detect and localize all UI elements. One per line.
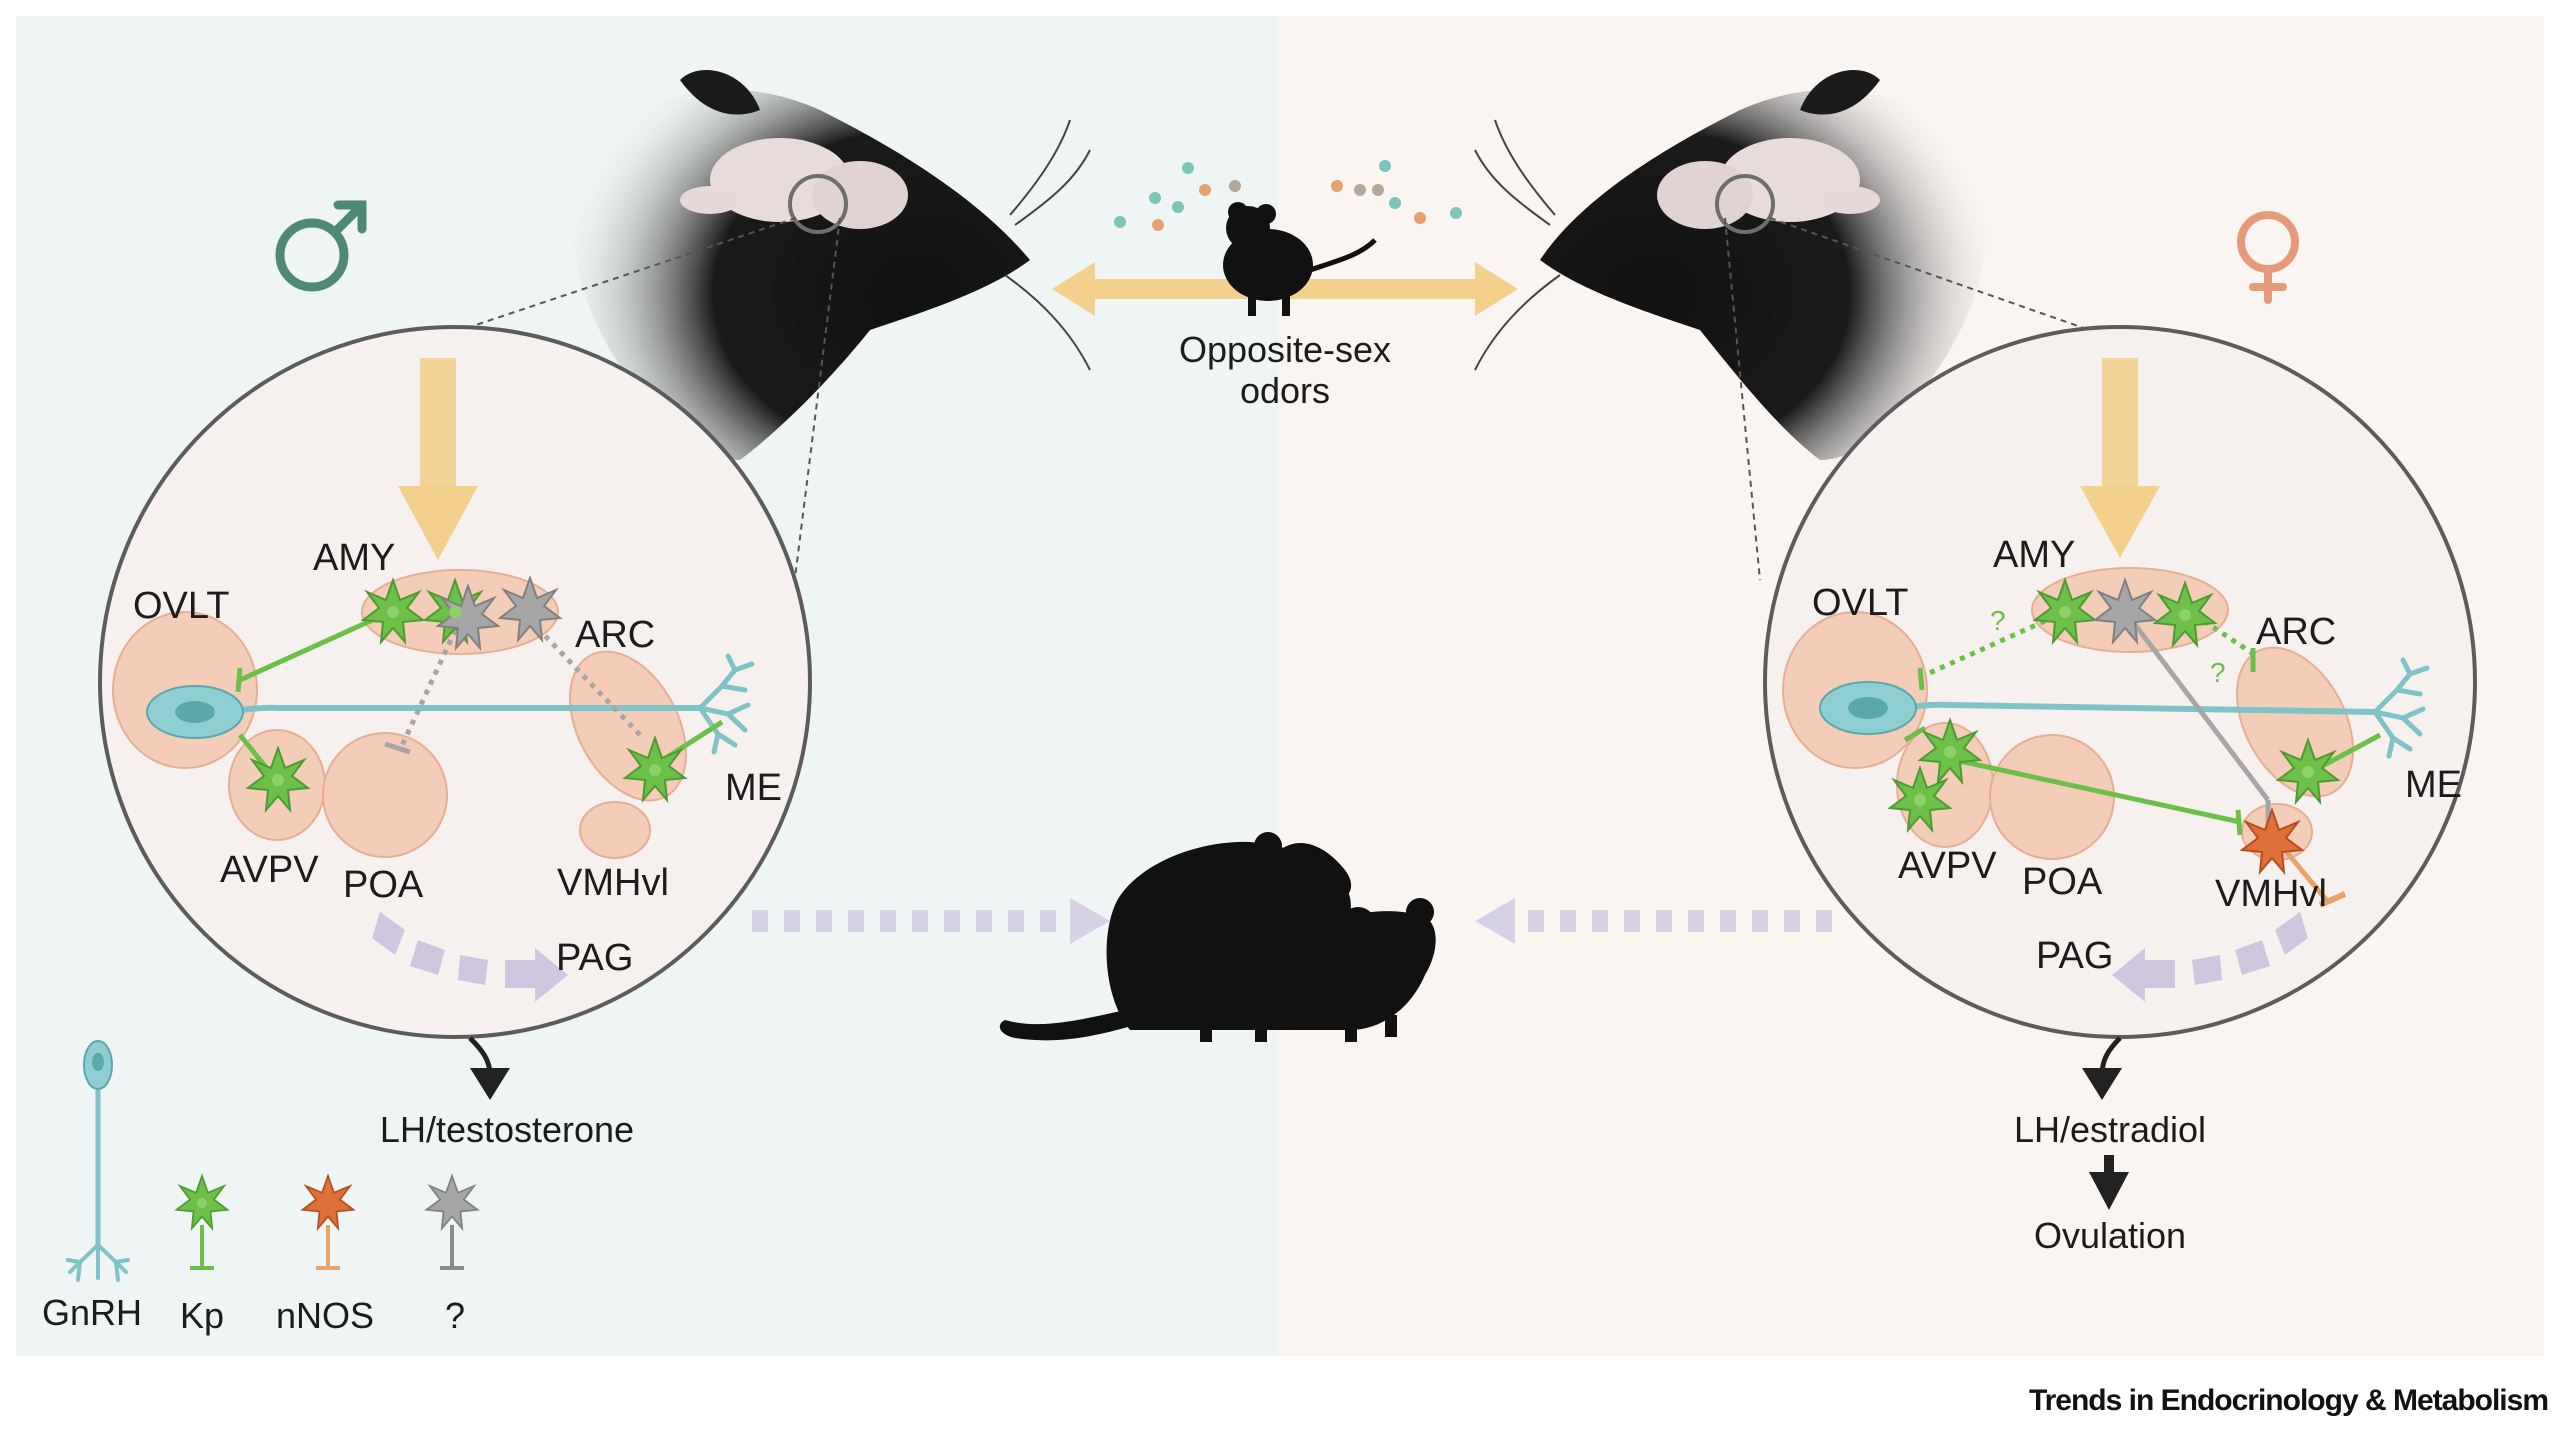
male-arc-label: ARC [575, 614, 655, 656]
female-me-label: ME [2405, 764, 2462, 806]
female-pag-label: PAG [2036, 935, 2113, 977]
legend: GnRH Kp nNOS ? [42, 1040, 479, 1336]
female-poa-label: POA [2022, 861, 2103, 903]
male-amy-label: AMY [313, 537, 395, 579]
female-brain-circle [1763, 325, 2477, 1039]
female-amy-label: AMY [1993, 534, 2075, 576]
mating-mice-icon [999, 832, 1436, 1042]
journal-credit: Trends in Endocrinology & Metabolism [2029, 1384, 2548, 1417]
legend-kp-label: Kp [180, 1295, 224, 1336]
male-symbol-icon [275, 200, 367, 292]
small-mouse-icon [1223, 202, 1377, 316]
male-vmhvl-label: VMHvl [557, 862, 669, 904]
female-ovlt-label: OVLT [1812, 582, 1908, 624]
male-poa-label: POA [343, 864, 424, 906]
legend-gnrh-icon [66, 1040, 130, 1282]
male-me-label: ME [725, 767, 782, 809]
legend-unknown-icon [425, 1174, 479, 1270]
legend-nnos-label: nNOS [276, 1295, 374, 1336]
odor-dots [1114, 160, 1462, 231]
male-output-arrowhead [470, 1068, 510, 1100]
female-arc-label: ARC [2256, 611, 2336, 653]
ovulation-arrowhead [2089, 1172, 2129, 1210]
male-pag-arrow [372, 912, 568, 1002]
male-pag-label: PAG [556, 937, 633, 979]
left-dashed-arrow [752, 898, 1110, 944]
legend-kp-icon [175, 1174, 229, 1270]
female-question-mark-2: ? [2210, 657, 2226, 688]
right-dashed-arrow [1475, 898, 1832, 944]
legend-nnos-icon [301, 1174, 355, 1270]
male-ovlt-label: OVLT [133, 585, 229, 627]
odor-label-line1: Opposite-sex [1179, 329, 1391, 370]
female-mouse-head [1474, 70, 1989, 460]
legend-unknown-label: ? [445, 1295, 465, 1336]
ovulation-label: Ovulation [2034, 1215, 2186, 1256]
female-question-mark-1: ? [1990, 605, 2006, 636]
male-output-label: LH/testosterone [380, 1109, 634, 1150]
male-brain-circle [98, 325, 812, 1039]
ovulation-arrow-shaft [2104, 1155, 2114, 1175]
female-output-label: LH/estradiol [2014, 1109, 2206, 1150]
legend-gnrh-label: GnRH [42, 1292, 142, 1333]
odor-label-line2: odors [1240, 370, 1330, 411]
female-vmhvl-label: VMHvl [2215, 873, 2327, 915]
male-mouse-head [571, 70, 1091, 460]
female-output-arrowhead [2082, 1068, 2122, 1100]
male-avpv-label: AVPV [220, 849, 319, 891]
female-symbol-icon [2237, 211, 2299, 304]
female-avpv-label: AVPV [1898, 845, 1997, 887]
female-pag-arrow [2112, 912, 2308, 1002]
